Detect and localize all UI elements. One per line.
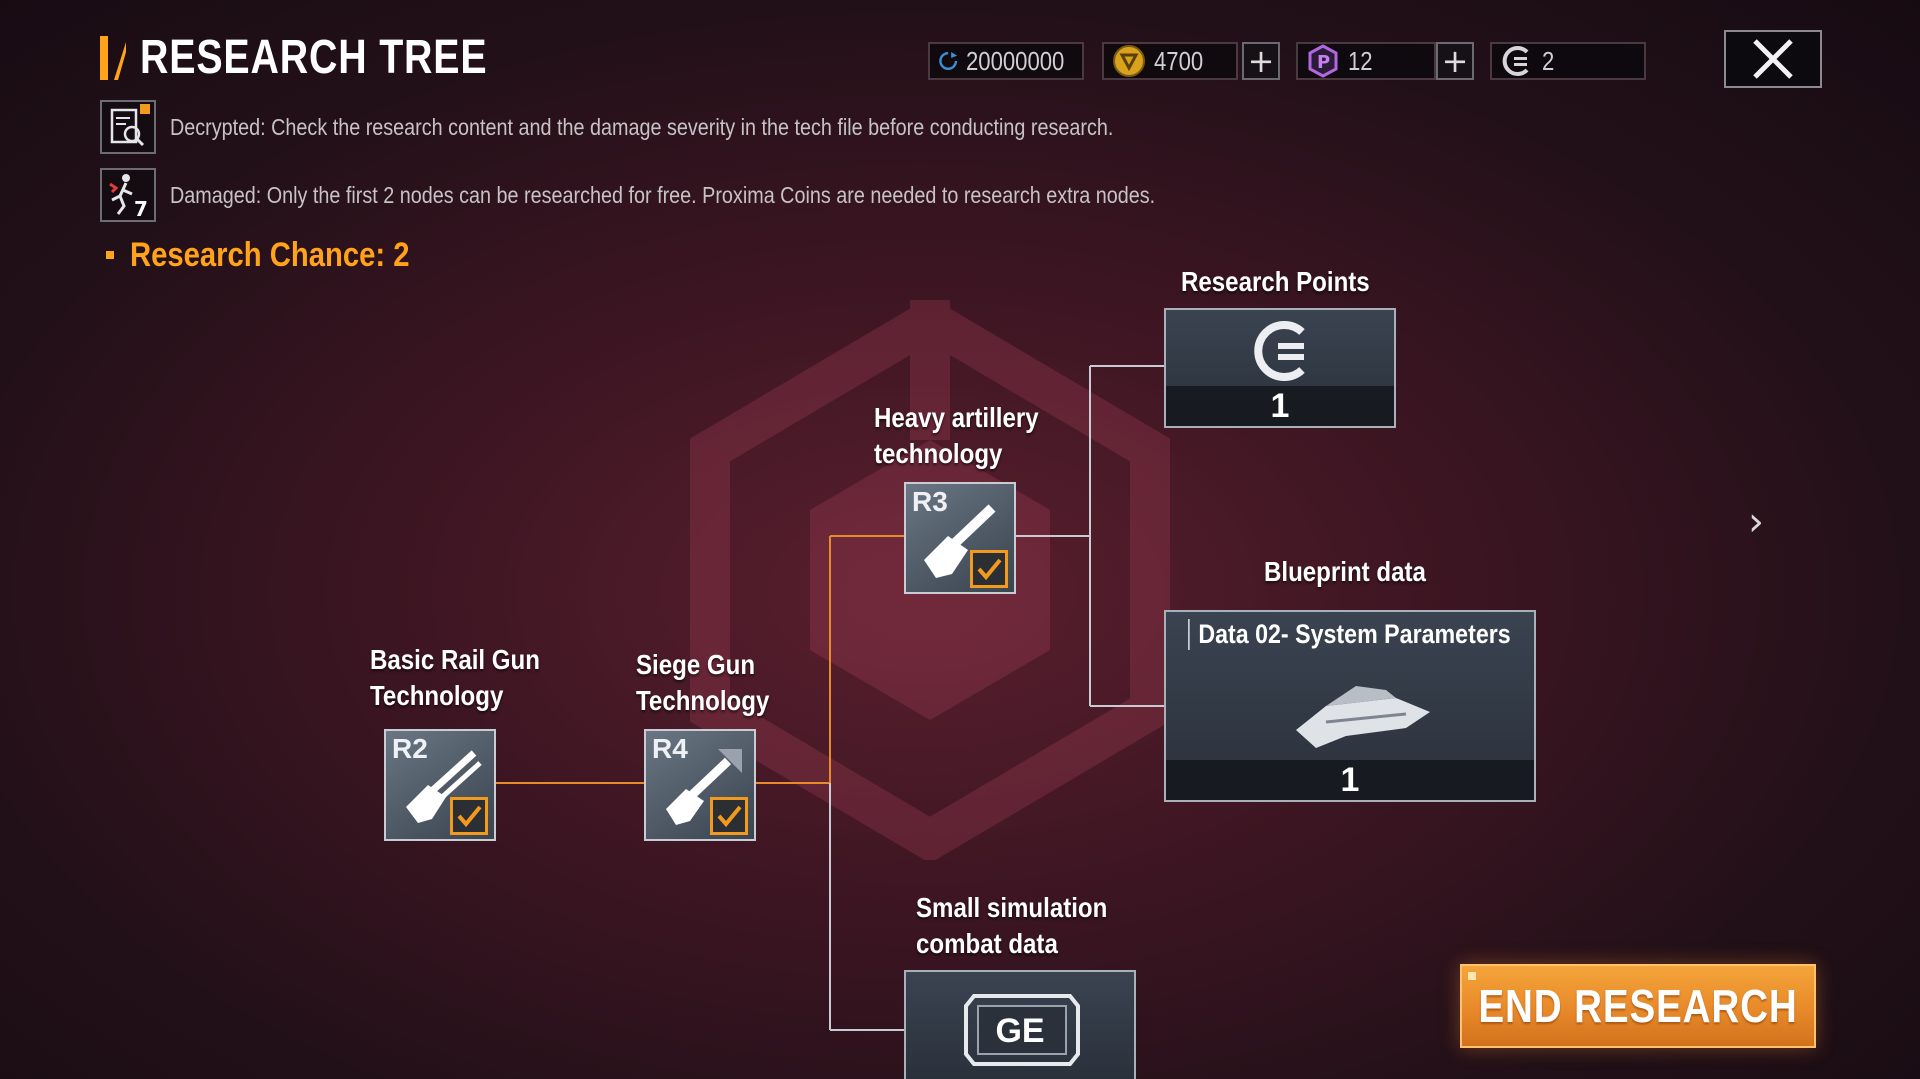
node-code: R4 (652, 733, 688, 764)
blueprint-name: Data 02- System Parameters (1188, 618, 1511, 650)
currency-value: 12 (1348, 45, 1373, 76)
currency-proxima: P 12 (1296, 42, 1436, 80)
blueprint-title: Data 02- System Parameters (1166, 612, 1534, 656)
add-gold-button[interactable]: + (1242, 42, 1280, 80)
node-code: R3 (912, 486, 948, 517)
damaged-icon: 7 (100, 168, 156, 222)
node-label-heavy-artillery: Heavy artillery technology (874, 400, 1039, 472)
decrypted-file-icon (100, 100, 156, 154)
label-line: Siege Gun (636, 649, 756, 680)
tech-node-r2[interactable]: R2 (384, 729, 496, 841)
checkbox-checked-icon (710, 797, 748, 835)
currency-refresh: 20000000 (928, 42, 1084, 80)
rail-gun-icon (406, 750, 482, 823)
label-line: Basic Rail Gun (370, 644, 540, 675)
page-title: RESEARCH TREE (140, 31, 488, 84)
currency-gold: 4700 (1102, 42, 1238, 80)
decrypted-info-text: Decrypted: Check the research content an… (170, 114, 1114, 140)
reward-label-blueprint: Blueprint data (1264, 556, 1426, 587)
combat-data-icon (964, 994, 1080, 1066)
reward-count: 1 (1166, 760, 1534, 800)
checkbox-checked-icon (970, 550, 1008, 588)
ship-blueprint-icon (1296, 686, 1430, 748)
label-line: combat data (916, 928, 1058, 959)
label-line: Technology (370, 680, 504, 711)
damaged-icon-badge: 7 (134, 197, 148, 220)
currency-research-point: 2 (1490, 42, 1646, 80)
currency-value: 20000000 (966, 45, 1065, 76)
close-icon (1753, 39, 1793, 79)
label-line: technology (874, 438, 1003, 469)
button-corner-mark (1468, 972, 1476, 980)
reward-label-research-points: Research Points (1181, 266, 1370, 297)
proxima-coin-icon: P (1308, 44, 1338, 78)
end-research-label: END RESEARCH (1478, 980, 1798, 1032)
simulation-badge: GE (995, 1012, 1045, 1050)
svg-text:P: P (1317, 52, 1330, 73)
add-proxima-button[interactable]: + (1436, 42, 1474, 80)
end-research-button[interactable]: END RESEARCH (1460, 964, 1816, 1048)
reward-count: 1 (1166, 386, 1394, 426)
reward-label-simulation: Small simulation combat data (916, 890, 1107, 962)
title-accent-icon (100, 36, 126, 80)
label-line: Small simulation (916, 892, 1108, 923)
heavy-artillery-icon (924, 504, 996, 578)
damaged-info-text: Damaged: Only the first 2 nodes can be r… (170, 182, 1156, 208)
reward-research-points[interactable]: 1 (1164, 308, 1396, 428)
label-line: Heavy artillery (874, 402, 1039, 433)
refresh-currency-icon (939, 52, 958, 70)
node-label-basic-rail-gun: Basic Rail Gun Technology (370, 642, 540, 714)
checkbox-checked-icon (450, 797, 488, 835)
siege-gun-icon (666, 749, 742, 825)
reward-simulation[interactable]: GE (904, 970, 1136, 1079)
gold-coin-icon (1113, 45, 1145, 77)
close-button[interactable] (1724, 30, 1822, 88)
currency-value: 4700 (1154, 45, 1204, 76)
tech-node-r3[interactable]: R3 (904, 482, 1016, 594)
chance-bullet (106, 251, 114, 259)
research-point-icon (1502, 46, 1529, 76)
currency-value: 2 (1542, 45, 1555, 76)
node-code: R2 (392, 733, 428, 764)
reward-blueprint[interactable]: Data 02- System Parameters 1 (1164, 610, 1536, 802)
tech-node-r4[interactable]: R4 (644, 729, 756, 841)
research-point-icon (1254, 321, 1305, 381)
research-chance: Research Chance: 2 (130, 236, 410, 274)
label-line: Technology (636, 685, 770, 716)
next-page-arrow-icon[interactable]: › (1748, 499, 1764, 545)
node-label-siege-gun: Siege Gun Technology (636, 647, 769, 719)
